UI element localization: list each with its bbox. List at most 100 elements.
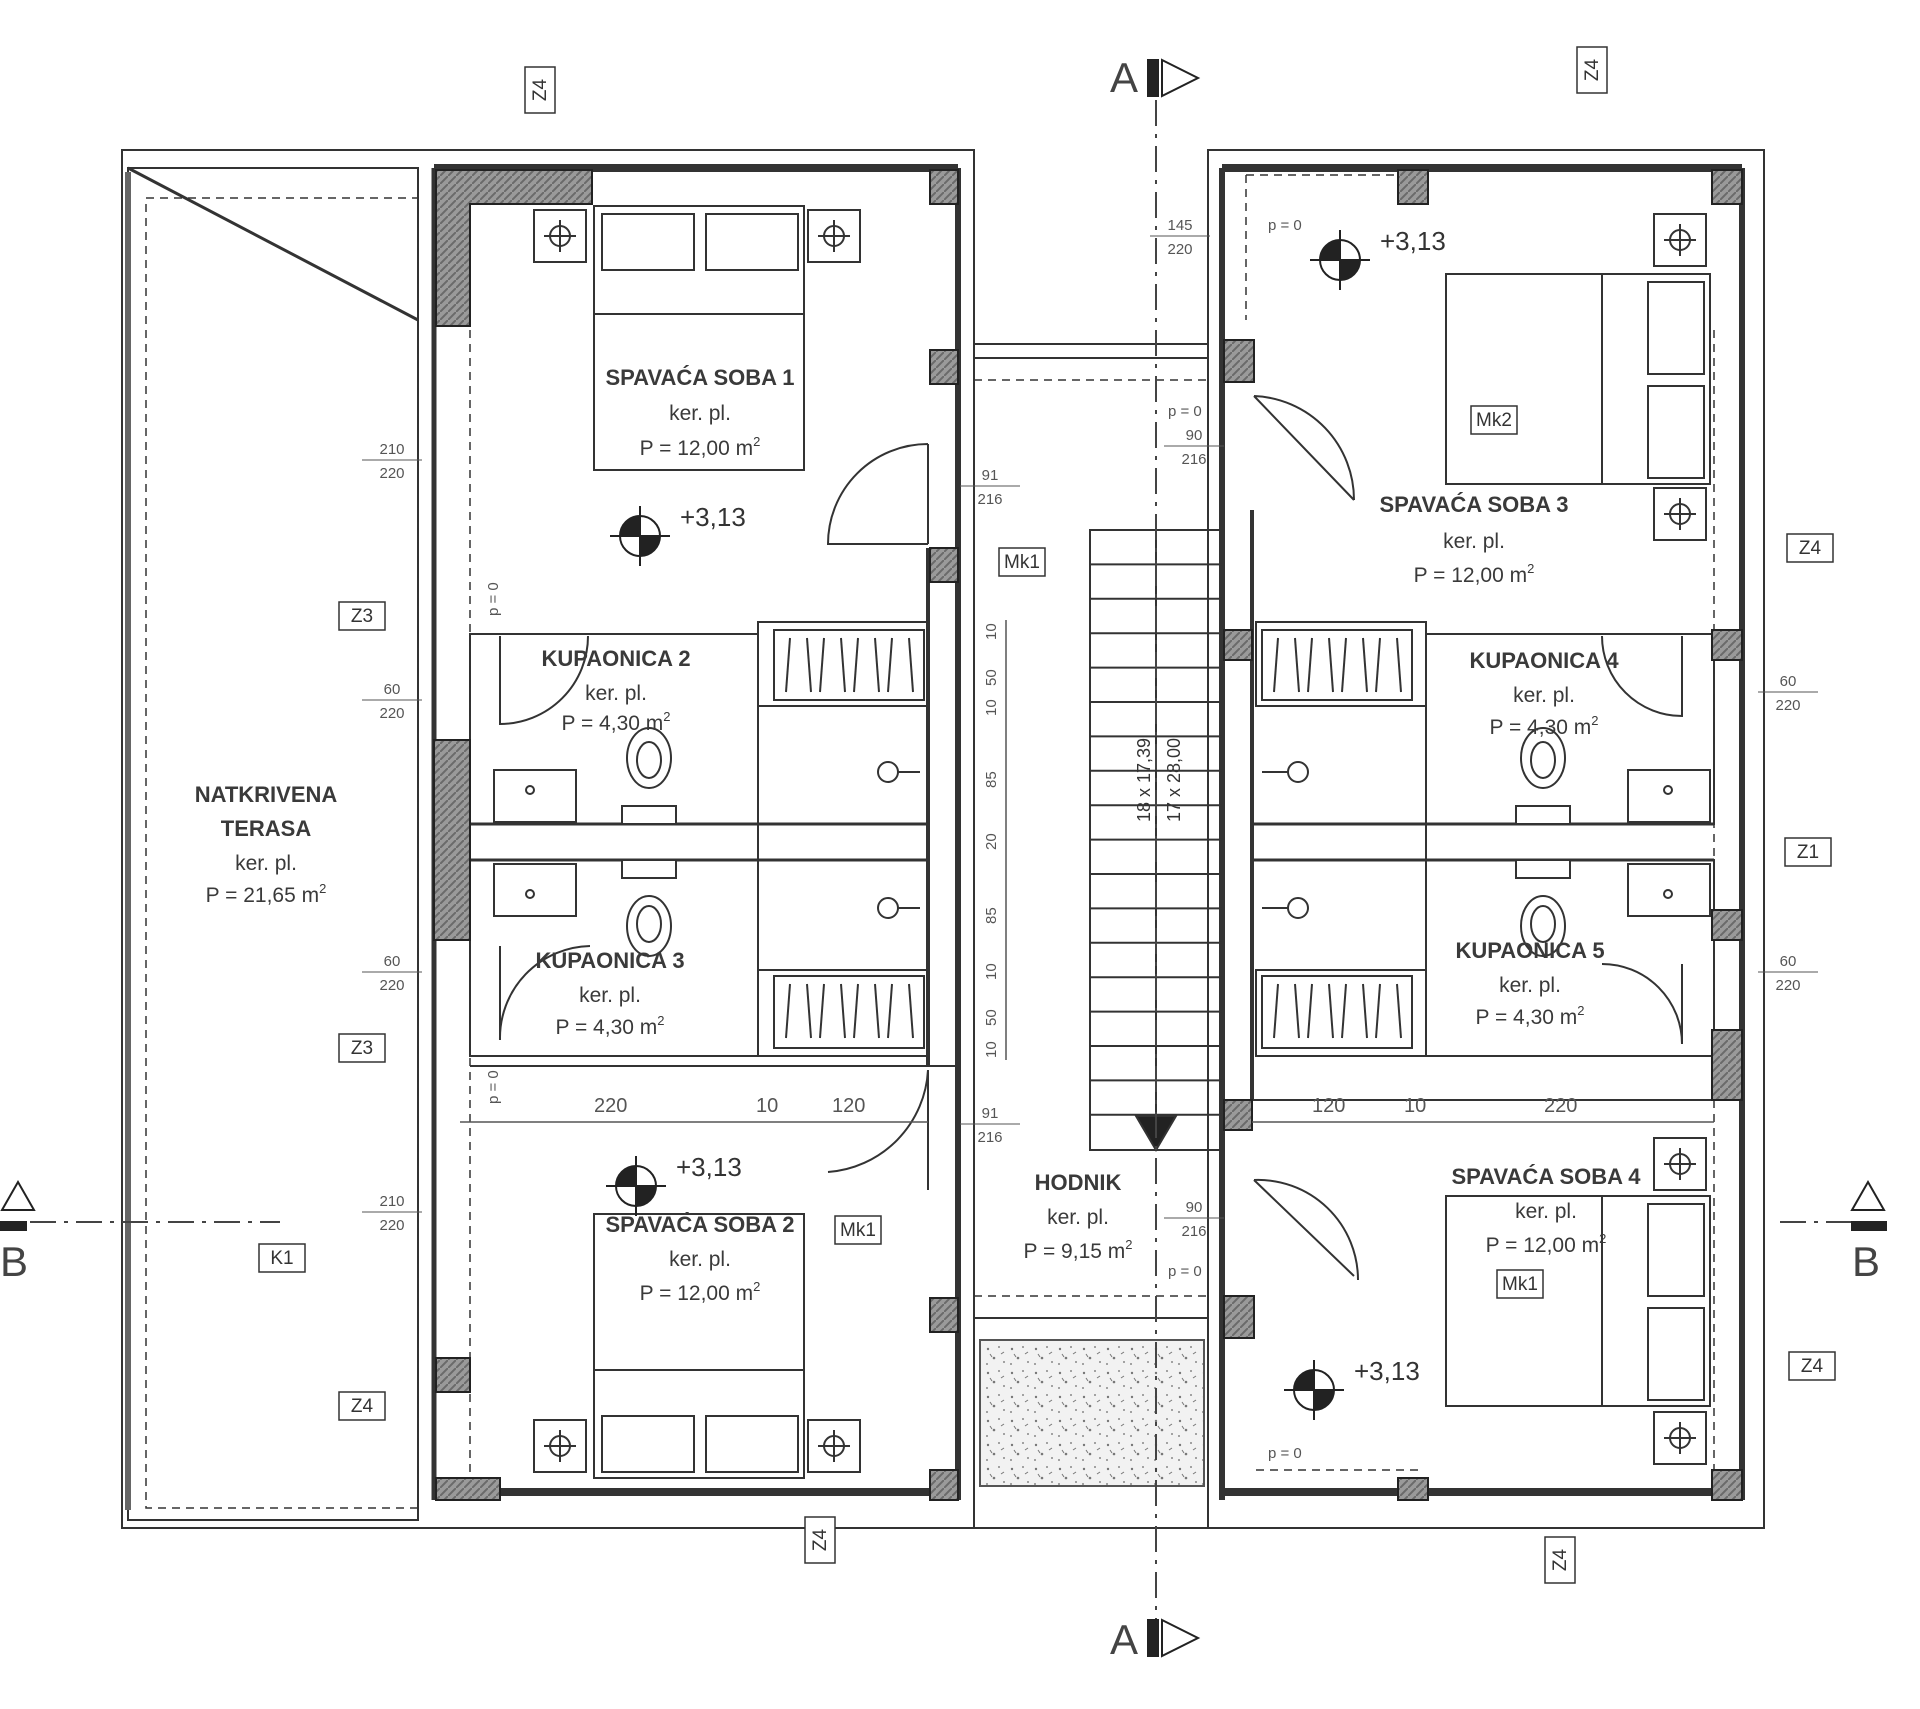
shower-slat <box>874 983 880 1039</box>
p0-2: p = 0 <box>1168 403 1202 420</box>
level-value: +3,13 <box>1380 226 1446 256</box>
dim-v-10a: 10 <box>983 623 1000 640</box>
room-floor: ker. pl. <box>585 682 647 705</box>
dim-numerator: 60 <box>384 953 401 970</box>
dim-v-10c: 10 <box>983 963 1000 980</box>
dim-10-left: 10 <box>756 1095 778 1117</box>
svg-text:P = 4,30 m2: P = 4,30 m2 <box>556 1013 665 1039</box>
shower-slat <box>1341 637 1347 693</box>
tag-label: Z1 <box>1797 842 1819 863</box>
tag-box-z4: Z4 <box>1576 46 1608 94</box>
dim-denominator: 220 <box>379 705 404 722</box>
p0-6: p = 0 <box>485 1070 502 1104</box>
tag-label: Z4 <box>1582 58 1603 81</box>
dim-220-left: 220 <box>594 1095 627 1117</box>
tag-label: Z4 <box>530 78 551 101</box>
room-name: HODNIK <box>1035 1170 1122 1195</box>
area-unit-sup: 2 <box>1125 1237 1132 1252</box>
dim-denominator: 216 <box>977 491 1002 508</box>
lamp-icon <box>533 1419 587 1473</box>
shower-slat <box>1294 983 1300 1039</box>
tag-box-k1: K1 <box>258 1243 306 1273</box>
dimension-texts: 220 10 120 120 10 220 10 50 10 85 20 85 … <box>362 217 1818 1240</box>
room-floor: ker. pl. <box>1515 1200 1577 1223</box>
svg-text:P = 9,15 m2: P = 9,15 m2 <box>1024 1237 1133 1263</box>
tag-box-z4: Z4 <box>338 1391 386 1421</box>
tag-box-z4: Z4 <box>1786 533 1834 563</box>
room-name: SPAVAĆA SOBA 1 <box>605 365 794 390</box>
shower-slat <box>840 637 846 693</box>
dim-10-right: 10 <box>1404 1095 1426 1117</box>
dim-numerator: 60 <box>1780 953 1797 970</box>
area-unit-sup: 2 <box>753 1279 760 1294</box>
area-unit-sup: 2 <box>319 881 326 896</box>
room-area: P = 4,30 m <box>556 1016 658 1039</box>
dim-denominator: 216 <box>1181 451 1206 468</box>
tag-box-mk1: Mk1 <box>1496 1269 1544 1299</box>
dim-120-right: 120 <box>1312 1095 1345 1117</box>
dim-v-85a: 85 <box>983 771 1000 788</box>
room-floor: ker. pl. <box>1499 974 1561 997</box>
p0-5: p = 0 <box>485 582 502 616</box>
shower-slat <box>840 983 846 1039</box>
shower-slat <box>1294 637 1300 693</box>
threshold-labels: p = 0 p = 0 p = 0 p = 0 p = 0 p = 0 <box>485 217 1302 1462</box>
stair-line-1: 18 x 17,39 <box>1134 738 1154 822</box>
dim-denominator: 220 <box>1167 241 1192 258</box>
tag-box-mk1: Mk1 <box>834 1215 882 1245</box>
shower-slat <box>853 637 859 693</box>
room-name: KUPAONICA 4 <box>1469 648 1619 673</box>
walls <box>121 149 1765 1529</box>
shower-slat <box>806 983 812 1039</box>
shower-slat <box>1328 637 1334 693</box>
room-name: SPAVAĆA SOBA 2 <box>605 1212 794 1237</box>
section-b-right: B <box>1852 1238 1880 1285</box>
dim-220-right: 220 <box>1544 1095 1577 1117</box>
room-kupaonica-5: KUPAONICA 5 ker. pl. P = 4,30 m2 <box>1455 938 1604 1029</box>
dim-v-50b: 50 <box>983 1009 1000 1026</box>
bedside-lamps <box>533 209 1707 1473</box>
area-unit-sup: 2 <box>1599 1231 1606 1246</box>
dim-numerator: 90 <box>1186 1199 1203 1216</box>
shower-slat <box>785 983 791 1039</box>
svg-text:P = 4,30 m2: P = 4,30 m2 <box>1476 1003 1585 1029</box>
shower-slat <box>1341 983 1347 1039</box>
tag-box-mk2: Mk2 <box>1470 405 1518 435</box>
shower-slat <box>1396 637 1402 693</box>
tag-box-z4: Z4 <box>524 66 556 114</box>
dim-denominator: 220 <box>379 977 404 994</box>
dim-120-left: 120 <box>832 1095 865 1117</box>
p0-1: p = 0 <box>1268 217 1302 234</box>
section-labels: A A B B <box>0 54 1880 1663</box>
room-floor: ker. pl. <box>579 984 641 1007</box>
dim-denominator: 220 <box>1775 977 1800 994</box>
tag-label: Mk1 <box>1004 552 1040 573</box>
svg-text:P = 12,00 m2: P = 12,00 m2 <box>640 1279 761 1305</box>
lamp-icon <box>533 209 587 263</box>
room-floor: ker. pl. <box>1047 1206 1109 1229</box>
dim-denominator: 220 <box>379 465 404 482</box>
tag-label: Z4 <box>1550 1548 1571 1571</box>
level-marker: +3,13 <box>610 502 746 566</box>
shower-slat <box>1375 983 1381 1039</box>
shower-slat <box>819 983 825 1039</box>
section-markers <box>0 58 1887 1658</box>
room-floor: ker. pl. <box>1443 530 1505 553</box>
room-kupaonica-3: KUPAONICA 3 ker. pl. P = 4,30 m2 <box>535 948 684 1039</box>
room-name: KUPAONICA 2 <box>541 646 690 671</box>
svg-text:P = 21,65 m2: P = 21,65 m2 <box>206 881 327 907</box>
lamp-icon <box>1653 213 1707 267</box>
dim-v-10d: 10 <box>983 1041 1000 1058</box>
room-spavaca-soba-1: SPAVAĆA SOBA 1 ker. pl. P = 12,00 m2 <box>605 365 794 460</box>
room-area: P = 9,15 m <box>1024 1240 1126 1263</box>
shower-slat <box>1328 983 1334 1039</box>
dim-numerator: 91 <box>982 467 999 484</box>
dim-denominator: 216 <box>1181 1223 1206 1240</box>
lamp-icon <box>807 1419 861 1473</box>
stair-line-2: 17 x 28,00 <box>1164 738 1184 822</box>
shower-slat <box>819 637 825 693</box>
